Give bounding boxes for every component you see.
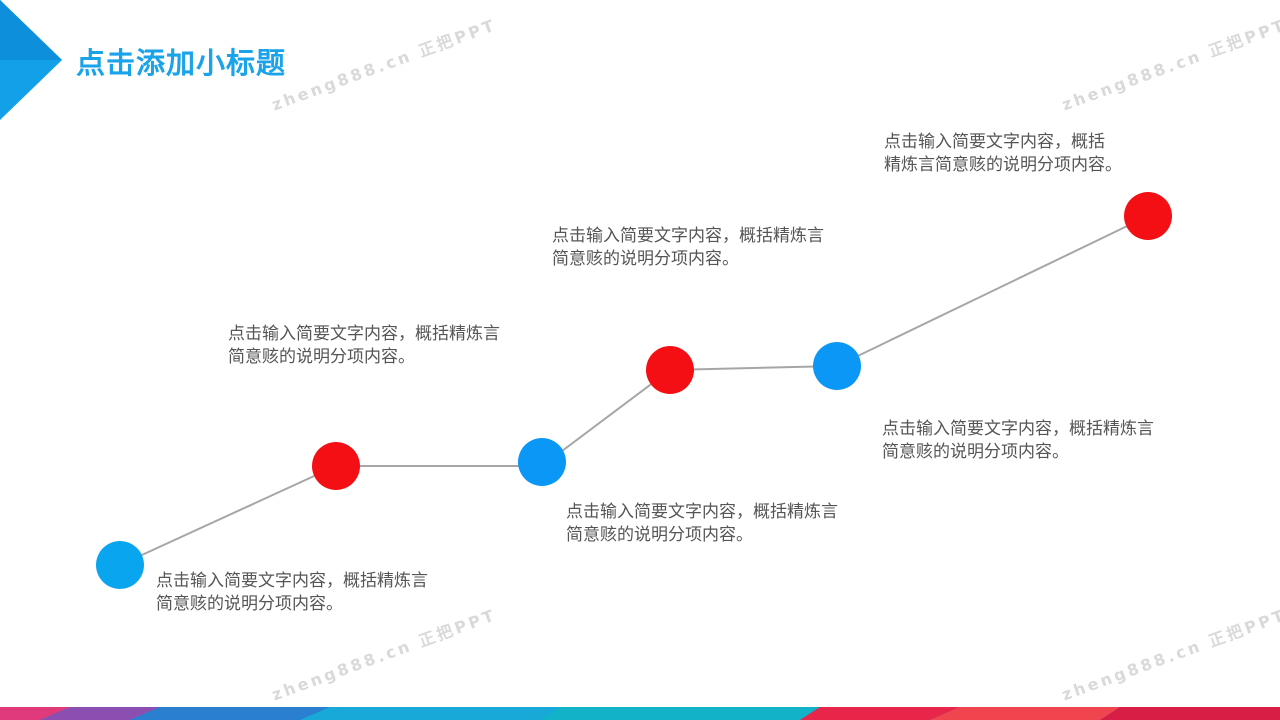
description-3[interactable]: 点击输入简要文字内容，概括精炼言 简意赅的说明分项内容。 [566,501,838,547]
description-3-line1: 点击输入简要文字内容，概括精炼言 [566,502,838,522]
timeline-node-5[interactable] [813,342,861,390]
timeline-node-3[interactable] [518,438,566,486]
description-2-line2: 简意赅的说明分项内容。 [228,347,415,367]
description-4[interactable]: 点击输入简要文字内容，概括精炼言 简意赅的说明分项内容。 [552,225,824,271]
description-5-line2: 简意赅的说明分项内容。 [882,442,1069,462]
description-6-line1: 点击输入简要文字内容，概括 [884,132,1105,152]
slide-title[interactable]: 点击添加小标题 [76,46,287,80]
corner-triangle-shade [0,0,62,60]
description-3-line2: 简意赅的说明分项内容。 [566,525,753,545]
description-1-line2: 简意赅的说明分项内容。 [156,594,343,614]
description-2-line1: 点击输入简要文字内容，概括精炼言 [228,324,500,344]
description-4-line1: 点击输入简要文字内容，概括精炼言 [552,226,824,246]
description-6-line2: 精炼言简意赅的说明分项内容。 [884,155,1122,175]
description-5[interactable]: 点击输入简要文字内容，概括精炼言 简意赅的说明分项内容。 [882,418,1154,464]
description-4-line2: 简意赅的说明分项内容。 [552,249,739,269]
timeline-node-6[interactable] [1124,192,1172,240]
description-1-line1: 点击输入简要文字内容，概括精炼言 [156,571,428,591]
timeline-line [119,215,1149,566]
description-6[interactable]: 点击输入简要文字内容，概括 精炼言简意赅的说明分项内容。 [884,131,1122,177]
bottom-color-band [0,707,1280,720]
description-2[interactable]: 点击输入简要文字内容，概括精炼言 简意赅的说明分项内容。 [228,323,500,369]
timeline-node-2[interactable] [312,442,360,490]
description-1[interactable]: 点击输入简要文字内容，概括精炼言 简意赅的说明分项内容。 [156,570,428,616]
timeline-node-1[interactable] [96,541,144,589]
description-5-line1: 点击输入简要文字内容，概括精炼言 [882,419,1154,439]
timeline-node-4[interactable] [646,346,694,394]
